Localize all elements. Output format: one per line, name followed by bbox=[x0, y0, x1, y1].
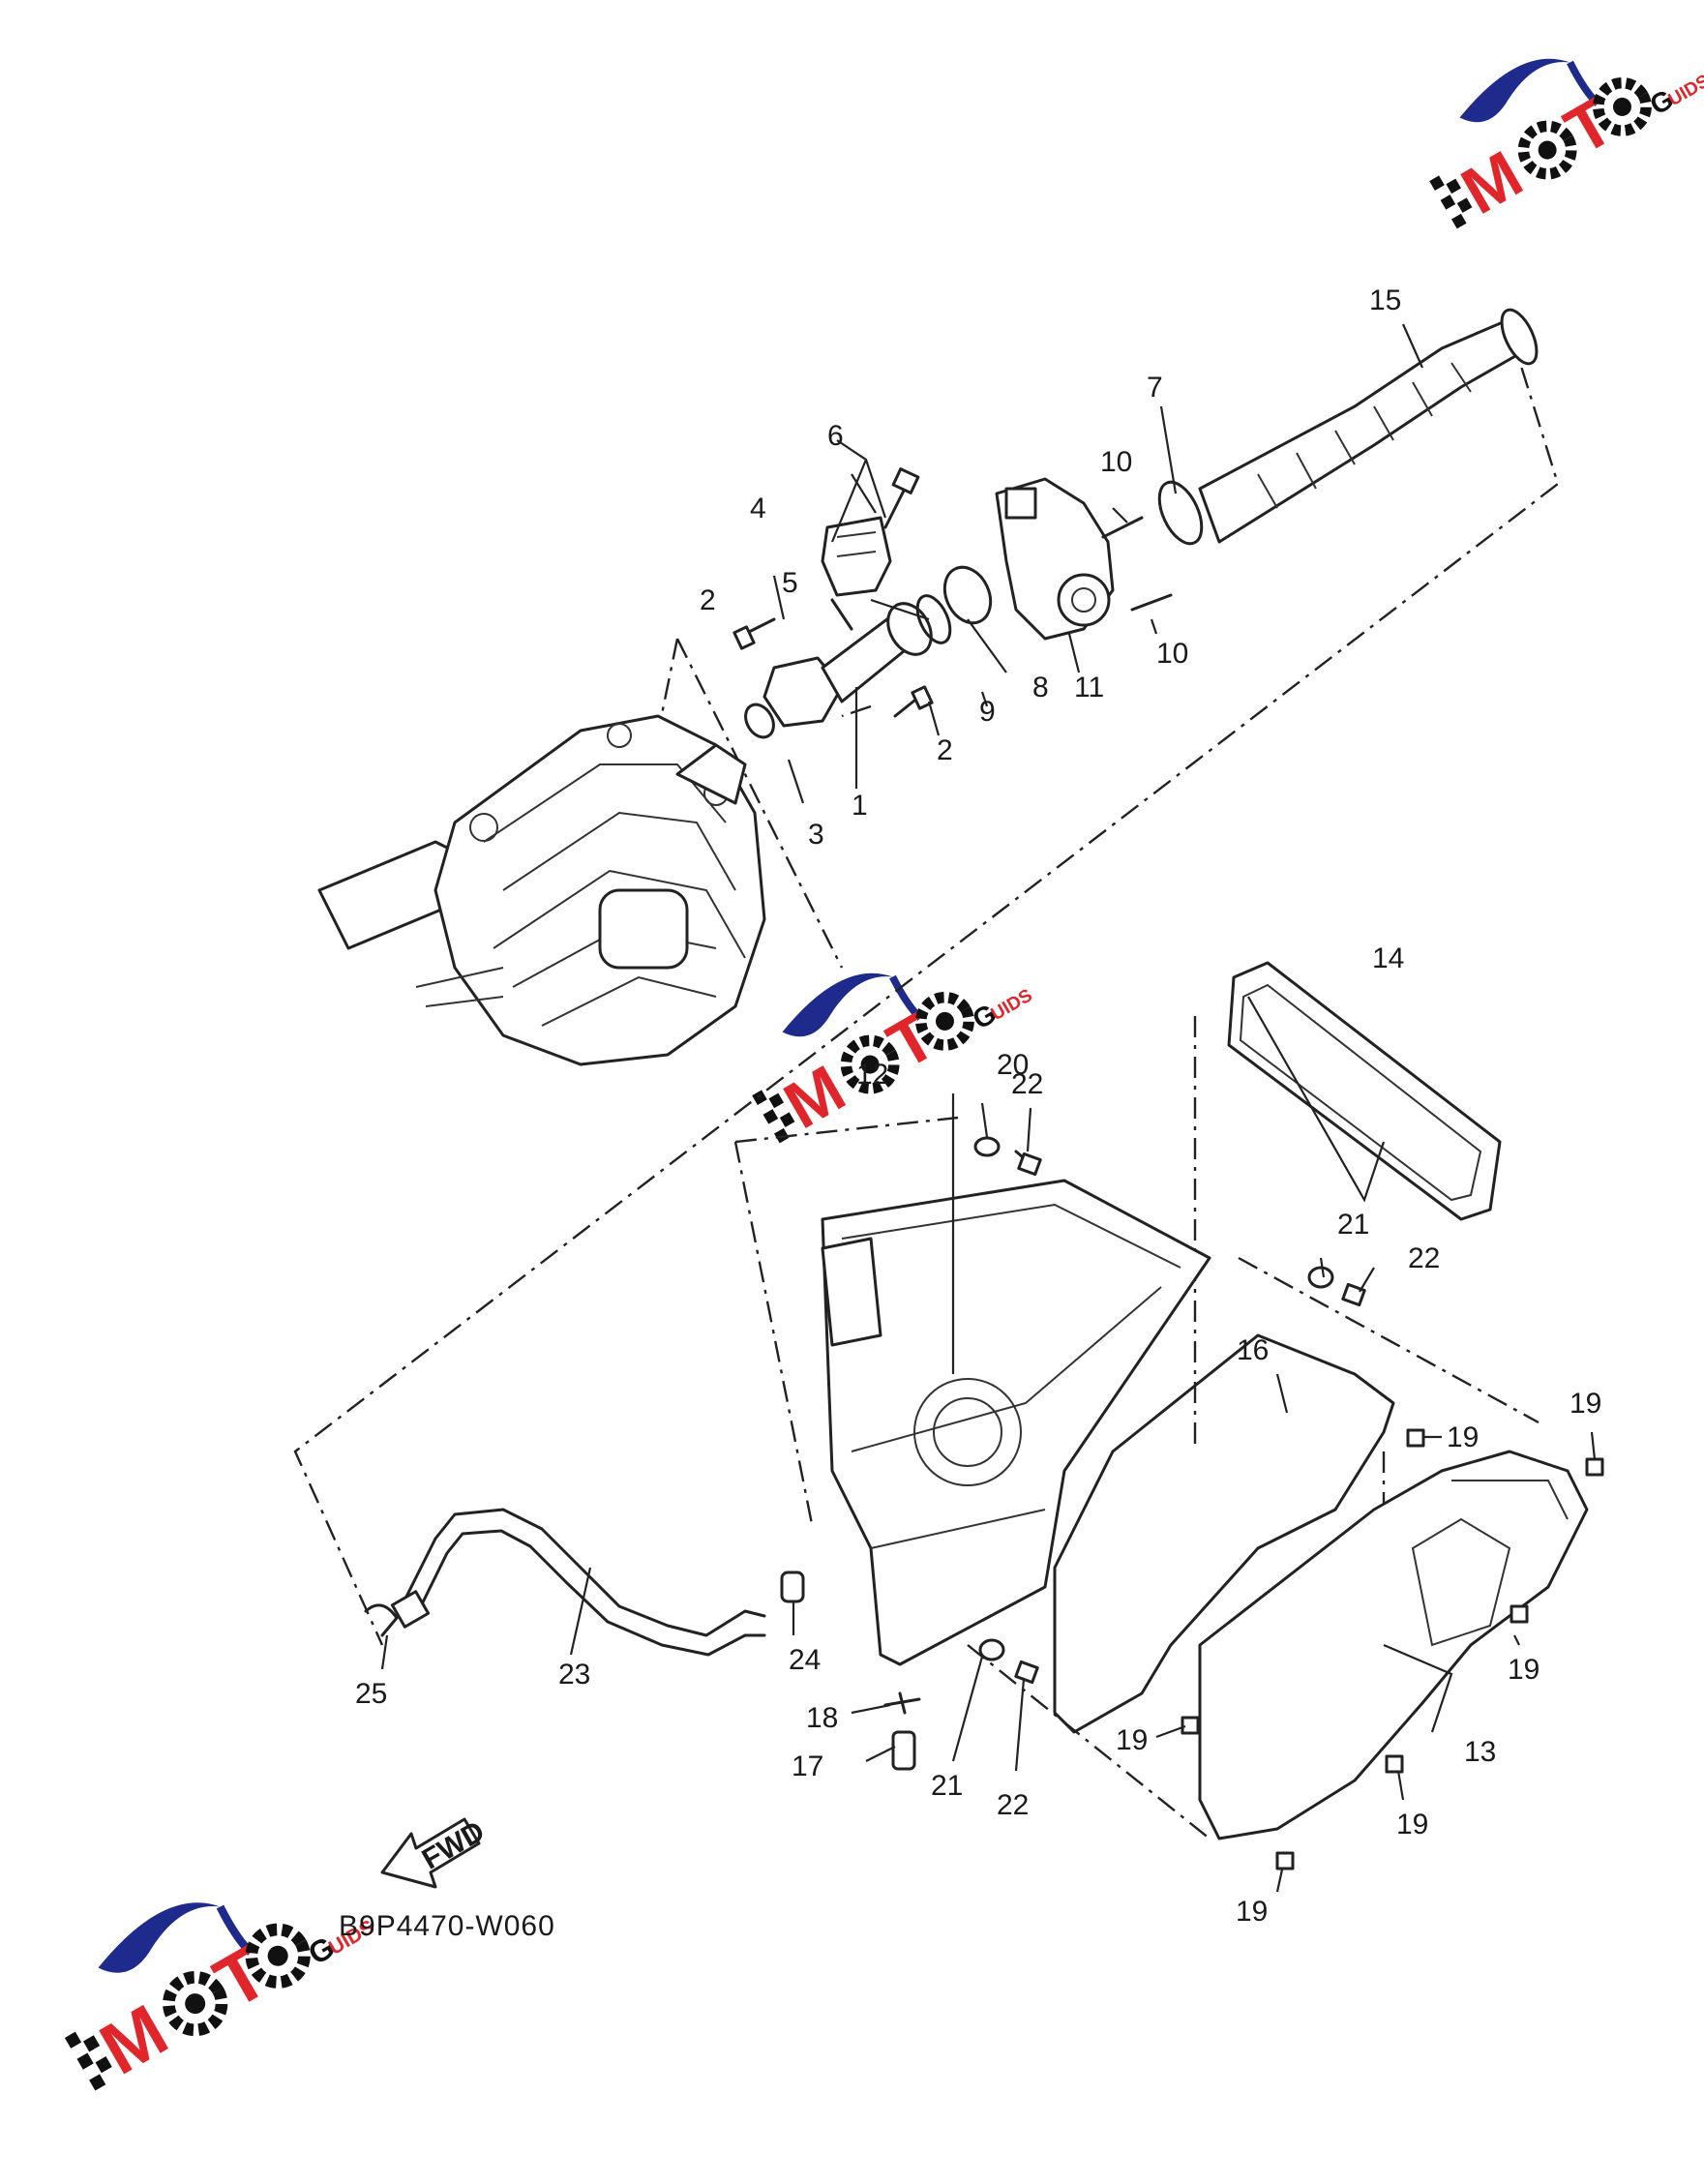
logo-top-right bbox=[1427, 32, 1704, 242]
diagram-code: B9P4470-W060 bbox=[339, 1910, 555, 1942]
case-cover bbox=[1198, 1450, 1589, 1840]
callout-21b: 21 bbox=[931, 1770, 963, 1802]
callout-5: 5 bbox=[782, 567, 798, 599]
callout-12: 12 bbox=[856, 1059, 888, 1091]
callout-22c: 22 bbox=[997, 1789, 1029, 1821]
callout-3: 3 bbox=[808, 819, 824, 851]
logo-bottom-left bbox=[63, 1873, 383, 2106]
callout-7: 7 bbox=[1147, 372, 1163, 404]
callout-16: 16 bbox=[1237, 1334, 1269, 1366]
callout-10b: 10 bbox=[1156, 638, 1188, 670]
case-gasket bbox=[1053, 1333, 1395, 1734]
leader-lines bbox=[380, 323, 1597, 1893]
callout-21a: 21 bbox=[1337, 1209, 1369, 1241]
air-filter-case bbox=[821, 1179, 1211, 1666]
callout-2a: 2 bbox=[700, 584, 716, 616]
callout-14: 14 bbox=[1372, 942, 1404, 974]
callout-19a: 19 bbox=[1447, 1421, 1479, 1453]
callout-4: 4 bbox=[750, 493, 766, 524]
callout-1: 1 bbox=[852, 790, 868, 822]
callout-11: 11 bbox=[1074, 672, 1104, 703]
callout-10a: 10 bbox=[1100, 446, 1132, 478]
callout-17: 17 bbox=[792, 1750, 823, 1782]
callout-6: 6 bbox=[827, 420, 844, 452]
callout-19f: 19 bbox=[1236, 1896, 1268, 1928]
callout-19b: 19 bbox=[1569, 1388, 1601, 1420]
intake-assembly bbox=[732, 308, 1539, 739]
callout-8: 8 bbox=[1032, 672, 1049, 703]
callout-22a: 22 bbox=[1011, 1068, 1043, 1100]
callout-25: 25 bbox=[355, 1678, 387, 1710]
callout-15: 15 bbox=[1369, 284, 1401, 316]
callout-9: 9 bbox=[979, 696, 996, 728]
callout-19e: 19 bbox=[1396, 1809, 1428, 1840]
small-parts bbox=[364, 1136, 1604, 1870]
callout-18: 18 bbox=[806, 1702, 838, 1734]
callout-19c: 19 bbox=[1508, 1654, 1540, 1686]
callout-2b: 2 bbox=[937, 734, 953, 766]
callout-23: 23 bbox=[558, 1659, 590, 1690]
breather-hose bbox=[390, 1508, 766, 1657]
fwd-arrow: FWD bbox=[380, 1815, 490, 1889]
callout-24: 24 bbox=[789, 1644, 821, 1676]
callout-13: 13 bbox=[1464, 1736, 1496, 1768]
callout-22b: 22 bbox=[1408, 1242, 1440, 1274]
callout-20: 20 bbox=[997, 1049, 1029, 1081]
callout-19d: 19 bbox=[1116, 1724, 1148, 1756]
air-filter-element bbox=[1227, 961, 1502, 1221]
callout-labels: 1 2 2 3 4 5 6 7 8 9 10 10 11 12 13 14 15… bbox=[355, 284, 1601, 1928]
engine-cylinder-head bbox=[317, 714, 766, 1066]
